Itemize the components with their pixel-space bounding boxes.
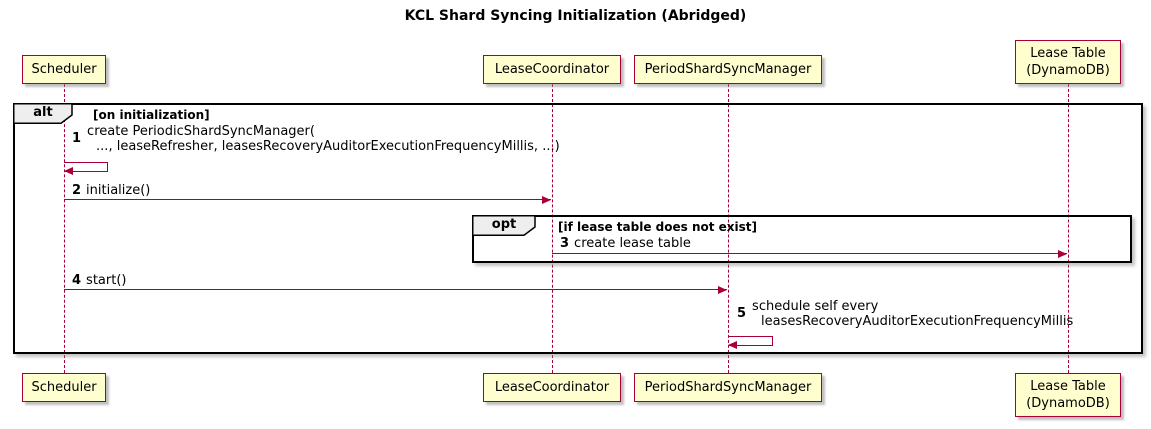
opt-frame: opt [if lease table does not exist] xyxy=(472,215,1132,263)
message-text: create PeriodicShardSyncManager( ..., le… xyxy=(87,124,560,154)
participant-scheduler-top: Scheduler xyxy=(22,55,106,84)
participant-label: Scheduler xyxy=(31,380,97,395)
alt-frame: alt [on initialization] xyxy=(13,103,1143,354)
participant-leasetable-bottom: Lease Table (DynamoDB) xyxy=(1015,373,1121,417)
opt-condition: [if lease table does not exist] xyxy=(558,220,758,234)
participant-leasecoordinator-bottom: LeaseCoordinator xyxy=(483,373,621,402)
alt-keyword: alt xyxy=(33,105,53,120)
participant-periodshardsyncmanager-bottom: PeriodShardSyncManager xyxy=(634,373,822,402)
frame-pentagon-shape xyxy=(13,103,73,124)
message-2-arrow xyxy=(64,199,551,200)
participant-leasetable-top: Lease Table (DynamoDB) xyxy=(1015,40,1121,84)
message-5-arrowhead xyxy=(728,341,737,349)
message-2-label: 2 initialize() xyxy=(72,183,150,198)
participant-leasecoordinator-top: LeaseCoordinator xyxy=(483,55,621,84)
participant-periodshardsyncmanager-top: PeriodShardSyncManager xyxy=(634,55,822,84)
message-number: 3 xyxy=(560,236,570,251)
message-5-label: 5 schedule self every leasesRecoveryAudi… xyxy=(737,299,1074,329)
message-text: create lease table xyxy=(574,236,691,251)
message-4-arrowhead xyxy=(718,286,727,294)
message-number: 4 xyxy=(72,273,82,288)
message-1-self-arrow xyxy=(64,162,108,172)
message-4-arrow xyxy=(64,289,727,290)
participant-label: PeriodShardSyncManager xyxy=(644,62,812,77)
message-1-arrowhead xyxy=(64,167,73,175)
lifeline-periodshardsyncmanager xyxy=(728,84,729,373)
message-5-self-arrow xyxy=(728,336,773,346)
message-number: 1 xyxy=(72,131,82,147)
participant-label-line2: (DynamoDB) xyxy=(1026,396,1110,411)
message-text: schedule self every leasesRecoveryAudito… xyxy=(752,299,1074,329)
message-2-arrowhead xyxy=(542,196,551,204)
message-3-arrowhead xyxy=(1058,250,1067,258)
message-1-label: 1 create PeriodicShardSyncManager( ..., … xyxy=(72,124,560,154)
message-number: 2 xyxy=(72,183,82,198)
participant-label: Lease Table xyxy=(1030,46,1106,61)
alt-frame-label: alt xyxy=(13,103,73,124)
message-3-label: 3 create lease table xyxy=(560,236,691,251)
participant-label: Lease Table xyxy=(1030,379,1106,394)
message-3-arrow xyxy=(552,253,1067,254)
participant-label: Scheduler xyxy=(31,62,97,77)
opt-frame-label: opt xyxy=(472,215,536,236)
frame-pentagon-shape xyxy=(472,215,536,236)
participant-label: PeriodShardSyncManager xyxy=(644,380,812,395)
lifeline-scheduler xyxy=(64,84,65,373)
message-text: start() xyxy=(86,273,127,288)
participant-label: LeaseCoordinator xyxy=(494,62,610,77)
participant-label-line2: (DynamoDB) xyxy=(1026,63,1110,78)
diagram-title: KCL Shard Syncing Initialization (Abridg… xyxy=(404,8,747,24)
participant-scheduler-bottom: Scheduler xyxy=(22,373,106,402)
message-text: initialize() xyxy=(86,183,151,198)
lifeline-leasetable xyxy=(1068,84,1069,373)
participant-label: LeaseCoordinator xyxy=(494,380,610,395)
lifeline-leasecoordinator xyxy=(552,84,553,373)
alt-condition: [on initialization] xyxy=(93,108,210,122)
opt-keyword: opt xyxy=(491,217,517,232)
message-number: 5 xyxy=(737,306,747,322)
message-4-label: 4 start() xyxy=(72,273,126,288)
